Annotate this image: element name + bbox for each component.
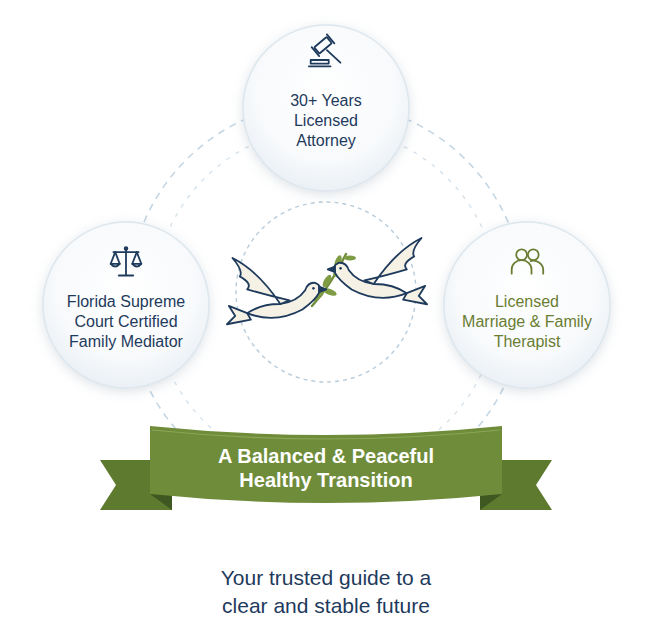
circle-border [43, 222, 209, 388]
banner-label: A Balanced & Peaceful Healthy Transition [206, 444, 446, 492]
circle-border [243, 25, 409, 191]
credential-circle: Licensed Marriage & Family Therapist [440, 218, 614, 392]
credential-circle: Florida Supreme Court Certified Family M… [39, 218, 213, 392]
dove-illustration [227, 238, 427, 324]
credential-label: 30+ Years Licensed Attorney [271, 91, 381, 151]
credential-circle: 30+ Years Licensed Attorney [239, 21, 413, 195]
ribbon-art [100, 426, 552, 510]
credential-label: Licensed Marriage & Family Therapist [462, 292, 593, 352]
circle-border [444, 222, 610, 388]
caption-block: Your trusted guide to a clear and stable… [0, 564, 652, 620]
credential-icon [512, 249, 544, 273]
ribbon-banner: A Balanced & Peaceful Healthy Transition [100, 422, 552, 514]
caption-text: Your trusted guide to a clear and stable… [196, 564, 456, 620]
credential-label: Florida Supreme Court Certified Family M… [54, 292, 199, 352]
credential-icon [111, 247, 142, 275]
ribbon-shape [100, 422, 552, 514]
credential-icon [309, 34, 341, 66]
